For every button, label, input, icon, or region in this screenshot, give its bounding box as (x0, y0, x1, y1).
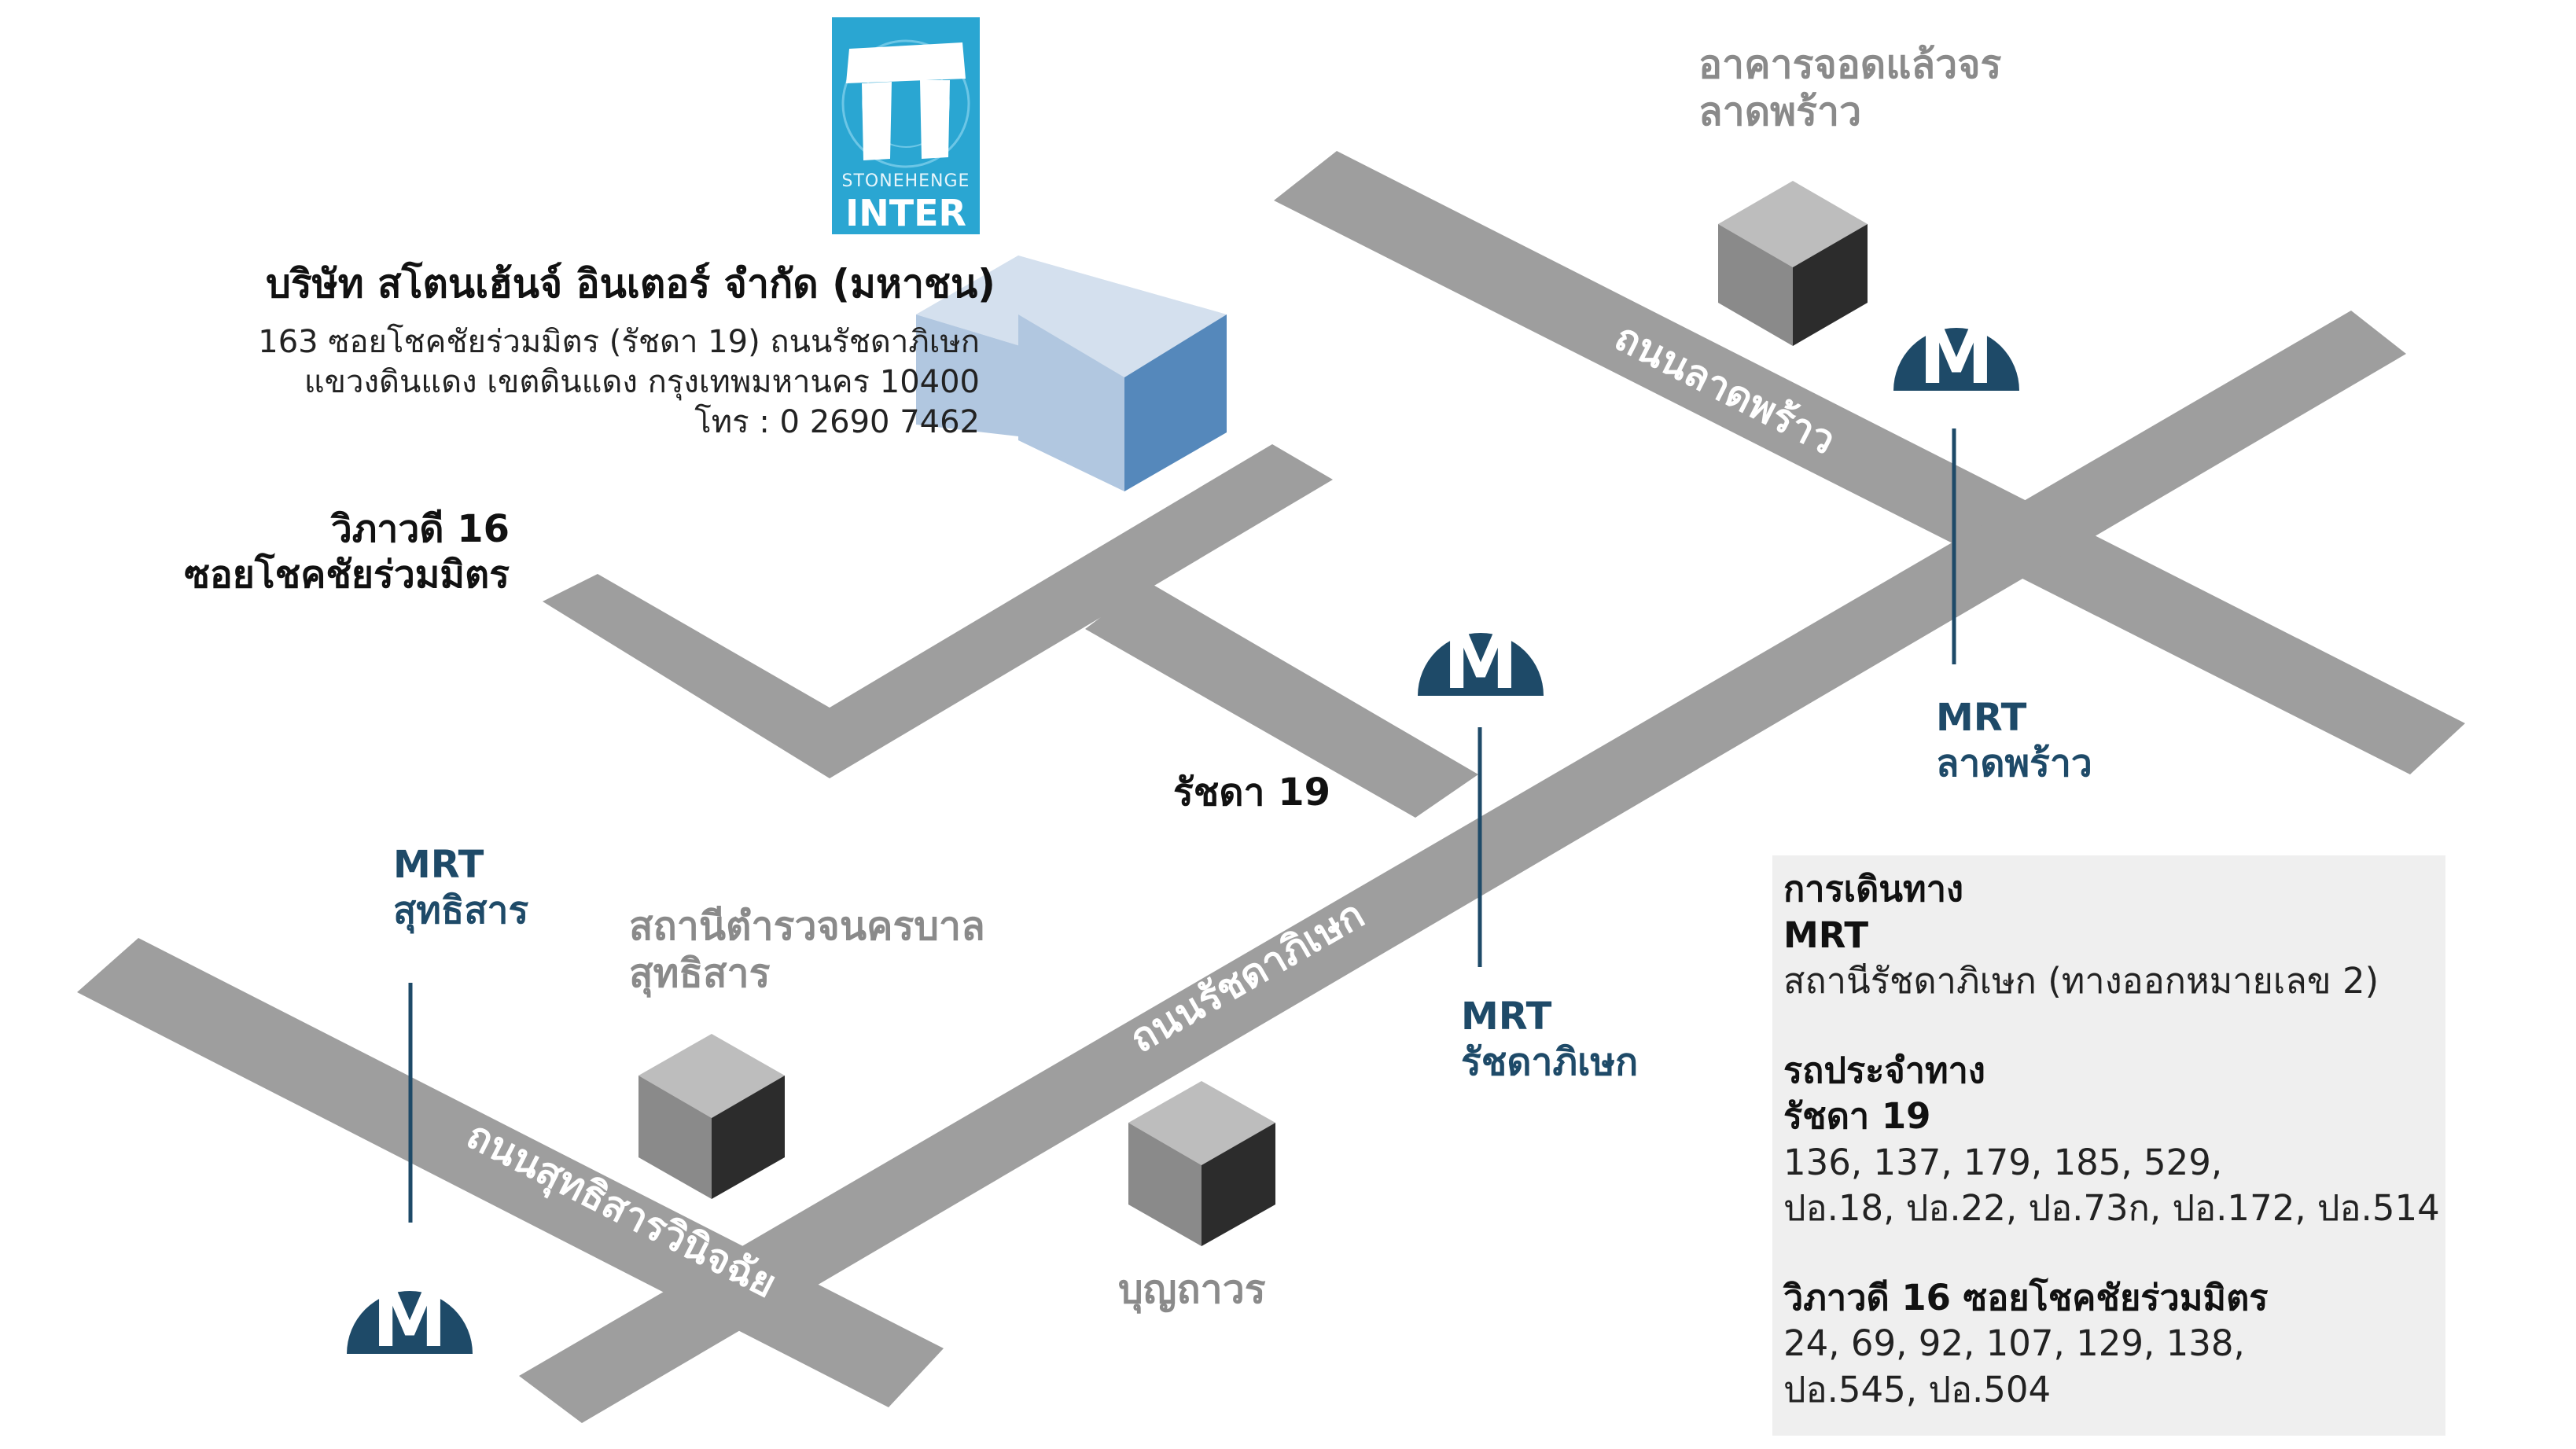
road-ladprao (1274, 151, 2465, 774)
travel-info-panel: การเดินทาง MRT สถานีรัชดาภิเษก (ทางออกหม… (1772, 855, 2445, 1436)
company-address-line-2: แขวงดินแดง เขตดินแดง กรุงเทพมหานคร 10400 (304, 363, 980, 400)
company-address: 163 ซอยโชคชัยร่วมมิตร (รัชดา 19) ถนนรัชด… (258, 322, 980, 442)
company-building (916, 256, 1227, 491)
logo-maintext: INTER (845, 192, 966, 234)
mrt-heading: MRT (1783, 914, 1869, 956)
mrt-ladprao-letter: M (1919, 313, 1994, 401)
company-name: บริษัท สโตนเฮ้นจ์ อินเตอร์ จำกัด (มหาชน) (266, 261, 995, 307)
logo-subtext: STONEHENGE (841, 171, 970, 191)
stonehenge-icon (841, 39, 970, 168)
label-mrt-ladprao: MRT ลาดพร้าว (1936, 696, 2092, 786)
label-mrt-ratchadaphisek-line-1: MRT (1461, 995, 1552, 1039)
travel-heading: การเดินทาง (1783, 868, 1963, 910)
bus-vibhavadi-line-1: 24, 69, 92, 107, 129, 138, (1783, 1322, 2245, 1364)
mrt-sutthisan-letter: M (372, 1276, 447, 1364)
label-mrt-ratchadaphisek-line-2: รัชดาภิเษก (1461, 1039, 1639, 1084)
road-sutthisan (77, 938, 944, 1407)
label-mrt-ladprao-line-1: MRT (1936, 696, 2027, 740)
bus-ratchada19-line-1: 136, 137, 179, 185, 529, (1783, 1141, 2223, 1183)
label-park-and-ride: อาคารจอดแล้วจร ลาดพร้าว (1698, 41, 2001, 135)
parking-building (1718, 181, 1868, 346)
label-ratchada-19: รัชดา 19 (1173, 770, 1330, 815)
label-vibhavadi-16: วิภาวดี 16 (330, 507, 510, 551)
label-park-and-ride-line-2: ลาดพร้าว (1698, 89, 1862, 134)
label-mrt-sutthisan-line-1: MRT (393, 843, 484, 887)
label-mrt-sutthisan: MRT สุทธิสาร (393, 843, 528, 933)
bus-heading: รถประจำทาง (1783, 1049, 1985, 1091)
police-station-building (638, 1034, 785, 1199)
label-mrt-ratchadaphisek: MRT รัชดาภิเษก (1461, 995, 1638, 1085)
company-phone: โทร : 0 2690 7462 (694, 403, 980, 440)
label-police-station: สถานีตำรวจนครบาล สุทธิสาร (629, 903, 985, 997)
company-address-line-1: 163 ซอยโชคชัยร่วมมิตร (รัชดา 19) ถนนรัชด… (258, 324, 980, 360)
mrt-sutthisan-marker: M (347, 1276, 473, 1364)
label-vibhavadi-soi: วิภาวดี 16 ซอยโชคชัยร่วมมิตร (184, 507, 510, 598)
mrt-ratchadaphisek-marker: M (1418, 618, 1544, 706)
mrt-ratchadaphisek-letter: M (1443, 618, 1518, 706)
label-boonthavorn: บุญถาวร (1118, 1267, 1266, 1312)
label-mrt-ladprao-line-2: ลาดพร้าว (1936, 741, 2092, 785)
label-mrt-sutthisan-line-2: สุทธิสาร (393, 888, 529, 932)
road-ratchadaphisek (519, 311, 2406, 1423)
stonehenge-inter-logo: STONEHENGE INTER (832, 17, 980, 234)
road-soi-chokchai-ruammit (830, 444, 1333, 778)
road-vibhavadi16-soi (543, 574, 830, 778)
label-soi-chokchai: ซอยโชคชัยร่วมมิตร (184, 552, 510, 597)
bus-vibhavadi-heading: วิภาวดี 16 ซอยโชคชัยร่วมมิตร (1783, 1276, 2269, 1318)
mrt-ladprao-marker: M (1893, 313, 2019, 401)
bus-ratchada19-line-2: ปอ.18, ปอ.22, ปอ.73ก, ปอ.172, ปอ.514 (1783, 1187, 2440, 1229)
boonthavorn-building (1128, 1081, 1275, 1246)
label-park-and-ride-line-1: อาคารจอดแล้วจร (1698, 42, 2002, 87)
label-police-station-line-1: สถานีตำรวจนครบาล (629, 903, 985, 949)
mrt-text: สถานีรัชดาภิเษก (ทางออกหมายเลข 2) (1783, 960, 2379, 1002)
bus-vibhavadi-line-2: ปอ.545, ปอ.504 (1783, 1368, 2052, 1410)
label-police-station-line-2: สุทธิสาร (629, 951, 771, 996)
road-ratchada-19 (1085, 582, 1478, 818)
bus-ratchada19-heading: รัชดา 19 (1783, 1095, 1931, 1137)
